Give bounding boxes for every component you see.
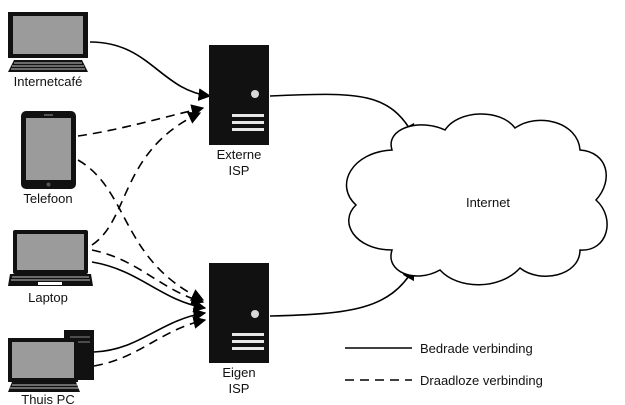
server-label-external-line1: Externe	[217, 147, 262, 162]
laptop-device: Laptop	[8, 230, 93, 305]
phone-device: Telefoon	[21, 111, 76, 206]
legend-wired-label: Bedrade verbinding	[420, 341, 533, 356]
server-label-own-line2: ISP	[229, 381, 250, 396]
connections	[77, 41, 415, 367]
legend-wireless-label: Draadloze verbinding	[420, 373, 543, 388]
wired-link-laptop-own	[91, 261, 207, 313]
wireless-link-phone-external	[77, 104, 205, 137]
device-label-home-pc: Thuis PC	[21, 392, 74, 405]
wired-link-homepc-own	[93, 308, 207, 353]
keyboard-icon	[8, 382, 80, 392]
external-isp-server: Externe ISP	[209, 45, 269, 178]
wired-link-cafe-external	[89, 41, 212, 101]
internet-cafe-device: Internetcafé	[8, 12, 88, 89]
cloud-label: Internet	[466, 195, 510, 210]
server-icon	[209, 263, 269, 363]
own-isp-server: Eigen ISP	[209, 263, 269, 396]
internet-cloud: Internet	[345, 113, 608, 286]
wireless-link-homepc-own	[93, 316, 207, 367]
wired-link-external-internet	[269, 93, 415, 138]
server-label-own-line1: Eigen	[222, 365, 255, 380]
legend: Bedrade verbinding Draadloze verbinding	[345, 341, 543, 388]
home-pc-device: Thuis PC	[8, 330, 94, 405]
wireless-link-laptop-own	[91, 249, 205, 306]
server-label-external-line2: ISP	[229, 163, 250, 178]
wired-link-own-internet	[269, 266, 415, 317]
wireless-link-phone-own	[77, 159, 205, 301]
wireless-link-laptop-external	[91, 112, 202, 246]
cloud-icon	[345, 113, 608, 286]
device-label-laptop: Laptop	[28, 290, 68, 305]
device-label-internet-cafe: Internetcafé	[14, 74, 83, 89]
device-label-phone: Telefoon	[23, 191, 72, 206]
